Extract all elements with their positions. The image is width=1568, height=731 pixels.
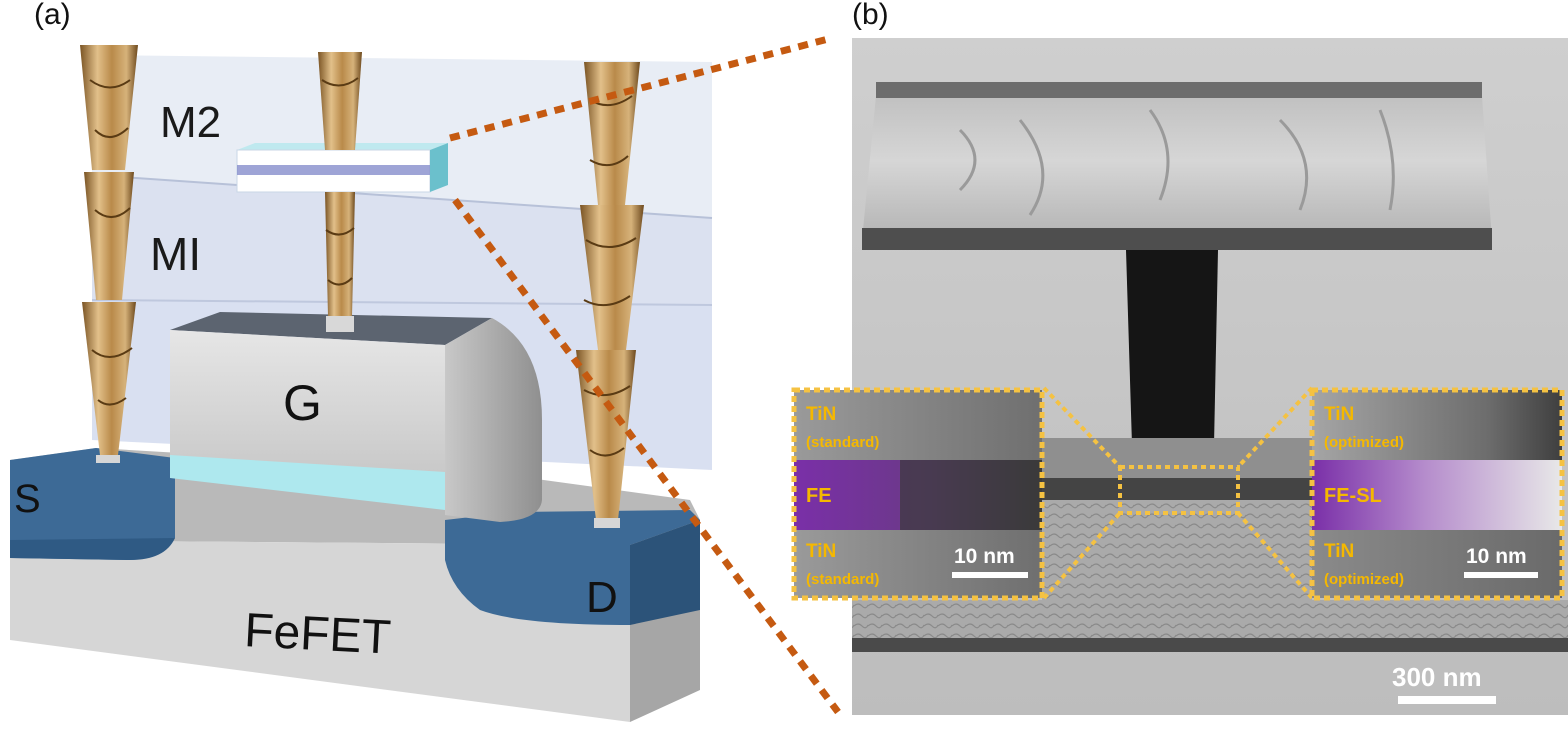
inset-left-bottom-material: TiN <box>806 541 836 562</box>
zoom-region <box>1118 465 1240 515</box>
inset-optimized: TiN (optimized) FE-SL TiN (optimized) 10… <box>1309 387 1565 601</box>
inset-left-bottom-note: (standard) <box>806 571 879 588</box>
gate-side-face <box>445 318 542 522</box>
inset-right-scale-bar <box>1464 572 1538 578</box>
top-metal-cap <box>876 82 1482 98</box>
inset-left-scale-bar <box>952 572 1028 578</box>
zoom-callout-left-bottom <box>1042 511 1122 600</box>
fefet-schematic: M2 MI G S D FeFET <box>10 45 713 722</box>
panel-a-label: (a) <box>34 0 71 31</box>
inset-right-tin-bottom <box>1312 530 1562 598</box>
zoom-callout-right-bottom <box>1236 511 1314 600</box>
tem-bottom-metal <box>852 600 1568 642</box>
inset-right-bottom-material: TiN <box>1324 541 1354 562</box>
inset-right-bottom-note: (optimized) <box>1324 571 1404 588</box>
inset-left-tin-top <box>794 390 1042 460</box>
inset-right-top-note: (optimized) <box>1324 434 1404 451</box>
via-source <box>80 45 138 463</box>
m2-film-fe-layer <box>237 165 430 175</box>
zoom-callout-left-top <box>1042 386 1122 469</box>
inset-right-scale-text: 10 nm <box>1466 545 1527 568</box>
source-front-face <box>10 538 175 560</box>
inset-right-top-material: TiN <box>1324 404 1354 425</box>
panel-b-label: (b) <box>852 0 889 31</box>
inset-right-border <box>1309 387 1565 601</box>
top-metal-bottom-liner <box>862 228 1492 250</box>
zoom-callout-right-top <box>1236 386 1314 469</box>
device-label: FeFET <box>243 604 392 665</box>
top-metal-electrode <box>862 82 1492 240</box>
m2-film-side <box>430 143 448 192</box>
drain-side-face <box>630 520 700 625</box>
tem-fe-layer <box>1042 478 1312 500</box>
m1-layer-label: MI <box>150 228 201 280</box>
tem-image: TiN (standard) FE TiN (standard) 10 nm T… <box>791 38 1568 715</box>
inset-left-fe-dark <box>900 460 1042 530</box>
inset-left-tin-bottom <box>794 530 1042 598</box>
gate-label: G <box>283 375 322 431</box>
inset-left-border <box>791 387 1045 601</box>
drain-region <box>445 510 700 625</box>
source-region <box>10 448 175 560</box>
source-label: S <box>14 477 41 521</box>
tem-bottom-grains <box>1042 500 1312 610</box>
m2-layer-label: M2 <box>160 98 221 147</box>
drain-label: D <box>586 573 618 622</box>
inset-left-scale-text: 10 nm <box>954 545 1015 568</box>
inset-left-top-material: TiN <box>806 404 836 425</box>
gate-front-face <box>170 330 445 472</box>
inset-standard: TiN (standard) FE TiN (standard) 10 nm <box>791 387 1045 601</box>
via-gate <box>318 52 362 332</box>
main-scale-text: 300 nm <box>1392 662 1482 692</box>
inset-left-top-note: (standard) <box>806 434 879 451</box>
inset-right-tin-top <box>1312 390 1562 460</box>
tem-bottom-liner <box>852 638 1568 652</box>
tem-via <box>1126 250 1218 445</box>
inset-right-fe-band <box>1312 460 1562 530</box>
connector-top <box>449 34 833 142</box>
inset-left-fe-label: FE <box>806 485 832 507</box>
inset-right-fe-label: FE-SL <box>1324 485 1382 507</box>
tem-top-electrode-layer <box>1042 438 1312 478</box>
main-scale-bar <box>1398 696 1496 704</box>
